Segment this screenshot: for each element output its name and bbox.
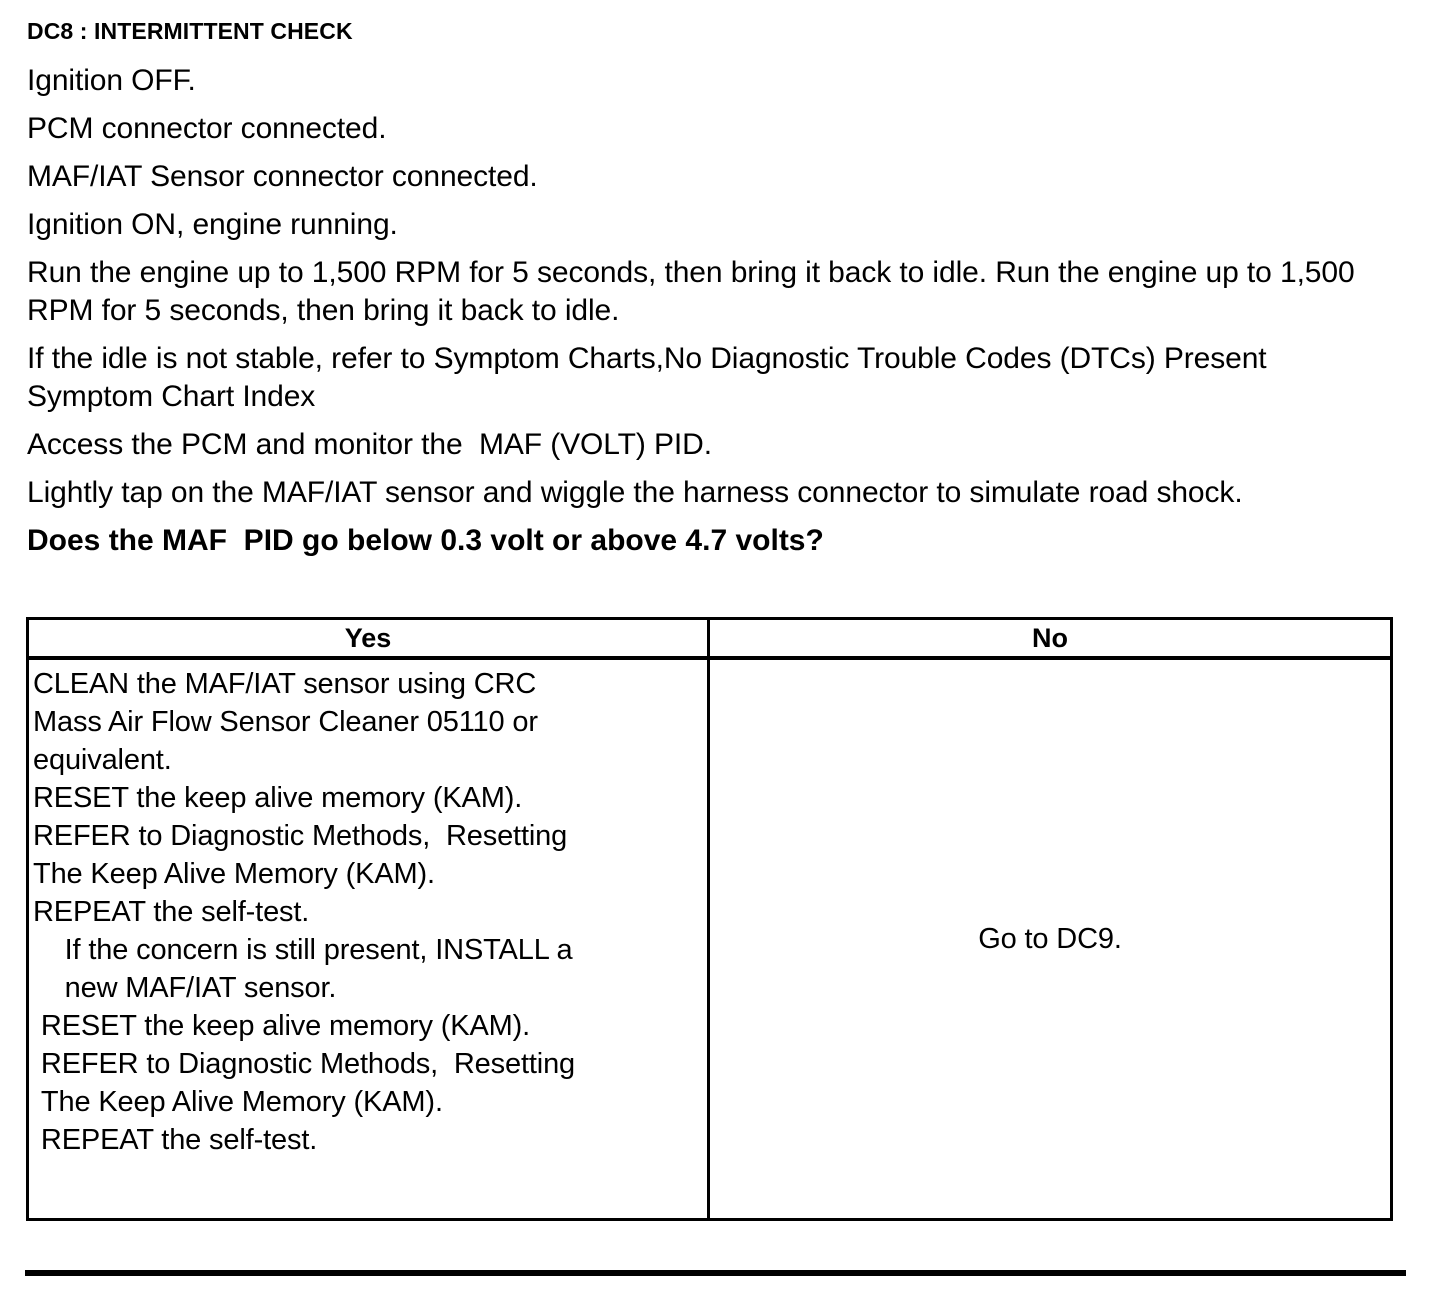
no-action-cell: Go to DC9. (707, 656, 1393, 1221)
step-line: Ignition OFF. (27, 64, 196, 97)
table-header-row: Yes No (26, 617, 1393, 660)
yes-actions-text: CLEAN the MAF/IAT sensor using CRC Mass … (33, 668, 576, 1156)
step-line: If the idle is not stable, refer to Symp… (27, 342, 1284, 413)
footer-divider (25, 1270, 1406, 1276)
step-line: MAF/IAT Sensor connector connected. (27, 160, 538, 193)
yes-actions-cell: CLEAN the MAF/IAT sensor using CRC Mass … (26, 656, 710, 1221)
page-title: DC8 : INTERMITTENT CHECK (27, 18, 353, 44)
step-line: Ignition ON, engine running. (27, 208, 398, 241)
column-header-no: No (707, 617, 1393, 660)
step-line: PCM connector connected. (27, 112, 387, 145)
step-line: Access the PCM and monitor the MAF (VOLT… (27, 428, 712, 461)
procedure-steps: Ignition OFF. PCM connector connected. M… (27, 62, 1402, 570)
decision-question: Does the MAF PID go below 0.3 volt or ab… (27, 524, 824, 557)
column-header-yes: Yes (26, 617, 710, 660)
step-line: Run the engine up to 1,500 RPM for 5 sec… (27, 256, 1363, 327)
no-action-text: Go to DC9. (978, 923, 1122, 955)
step-line: Lightly tap on the MAF/IAT sensor and wi… (27, 476, 1243, 509)
decision-table: Yes No CLEAN the MAF/IAT sensor using CR… (26, 617, 1393, 1221)
table-row: CLEAN the MAF/IAT sensor using CRC Mass … (26, 656, 1393, 1221)
